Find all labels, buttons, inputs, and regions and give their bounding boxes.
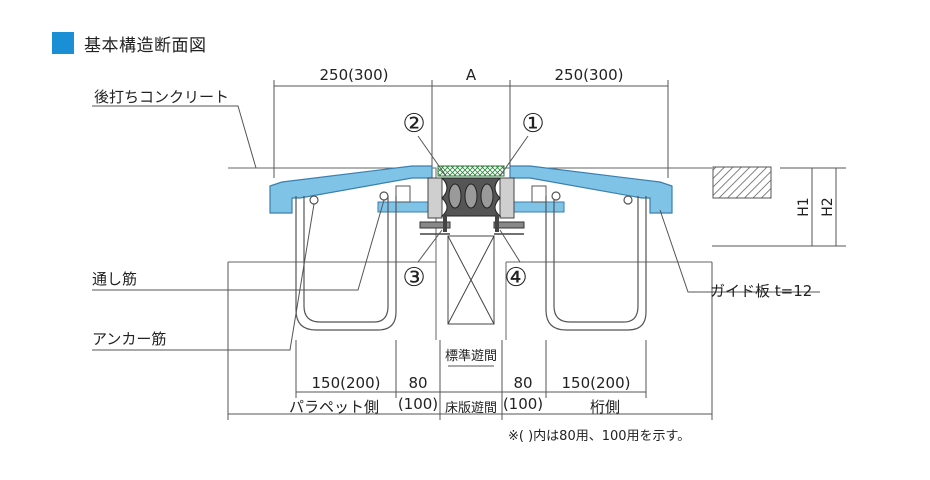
dim-right-gap-alt: (100) xyxy=(503,395,543,413)
callout-4: ④ xyxy=(504,263,527,293)
label-concrete: 後打ちコンクリート xyxy=(94,88,229,106)
page-title: 基本構造断面図 xyxy=(84,35,207,56)
gap-box xyxy=(447,235,495,325)
girder-hatch-block xyxy=(712,166,772,199)
dim-h2: H2 xyxy=(820,197,836,216)
dim-h1: H1 xyxy=(796,197,812,216)
anchor-rebars xyxy=(295,191,647,331)
dim-right-gap: 80 xyxy=(513,374,532,392)
label-girder-side: 桁側 xyxy=(590,398,620,416)
dim-right-top: 250(300) xyxy=(555,66,624,84)
center-seal xyxy=(419,165,525,235)
label-slab-gap: 床版遊間 xyxy=(445,401,497,416)
dim-left-bottom: 150(200) xyxy=(312,374,381,392)
label-rebar-through: 通し筋 xyxy=(92,270,137,288)
dim-center-top: A xyxy=(466,66,477,84)
note-text: ※( )内は80用、100用を示す。 xyxy=(508,428,690,444)
left-plate xyxy=(269,165,435,214)
title-bar: 基本構造断面図 xyxy=(52,30,207,56)
callout-3: ③ xyxy=(402,263,425,293)
dimension-lines xyxy=(227,80,846,420)
callout-1: ① xyxy=(521,109,544,139)
leader-lines xyxy=(92,105,820,351)
dim-right-bottom: 150(200) xyxy=(562,374,631,392)
callout-2: ② xyxy=(402,109,425,139)
label-anchor-rebar: アンカー筋 xyxy=(92,330,166,348)
label-parapet-side: パラペット側 xyxy=(289,398,379,416)
dim-left-gap-alt: (100) xyxy=(398,395,438,413)
dim-left-gap: 80 xyxy=(408,374,427,392)
label-std-gap: 標準遊間 xyxy=(445,348,497,364)
title-marker-icon xyxy=(52,32,74,54)
label-guide-plate: ガイド板 t=12 xyxy=(710,282,812,300)
right-plate xyxy=(507,165,673,214)
dim-left-top: 250(300) xyxy=(320,66,389,84)
